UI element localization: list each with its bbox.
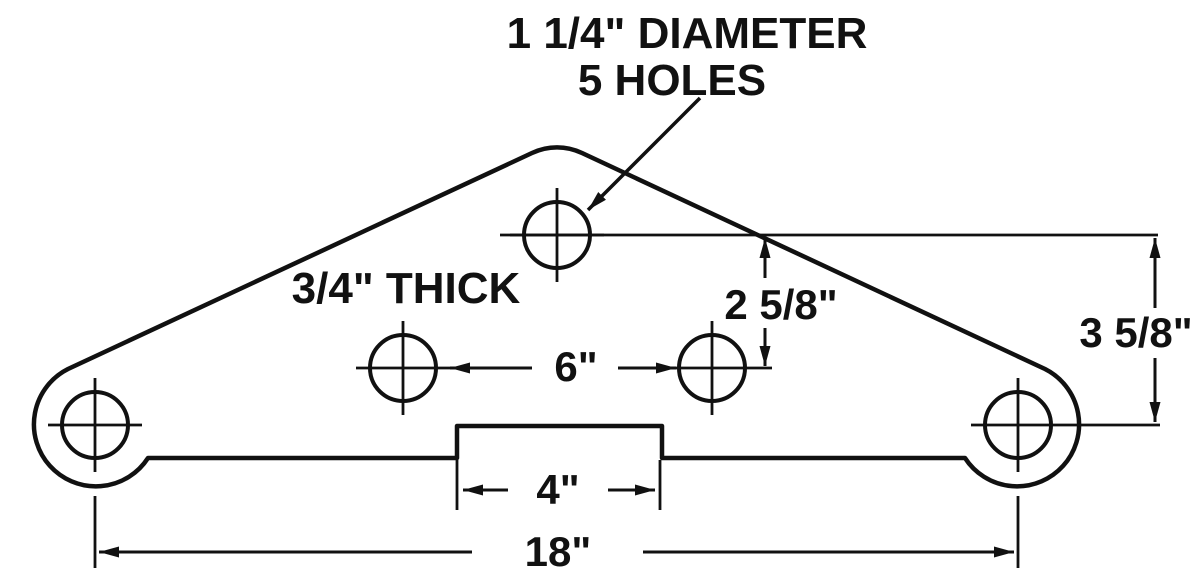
hole-right-end bbox=[971, 378, 1160, 472]
dim-18-label: 18" bbox=[525, 528, 592, 575]
thickness-label: 3/4" THICK bbox=[292, 264, 521, 313]
callout-diameter-label: 1 1/4" DIAMETER bbox=[507, 9, 868, 58]
dim-3-5-8-label: 3 5/8" bbox=[1079, 309, 1192, 356]
dimension-18 bbox=[93, 496, 1020, 568]
hole-mid-left bbox=[356, 321, 450, 415]
hole-mid-right bbox=[665, 321, 772, 415]
dim-4-label: 4" bbox=[536, 466, 579, 513]
hole-left-end bbox=[48, 378, 142, 472]
dim-2-5-8-label: 2 5/8" bbox=[724, 281, 837, 328]
dimension-4 bbox=[455, 460, 662, 510]
callout-holes-label: 5 HOLES bbox=[578, 56, 766, 105]
dim-6-label: 6" bbox=[554, 343, 597, 390]
plate-outline bbox=[31, 145, 1082, 489]
callout-leader-arrow bbox=[586, 96, 702, 212]
